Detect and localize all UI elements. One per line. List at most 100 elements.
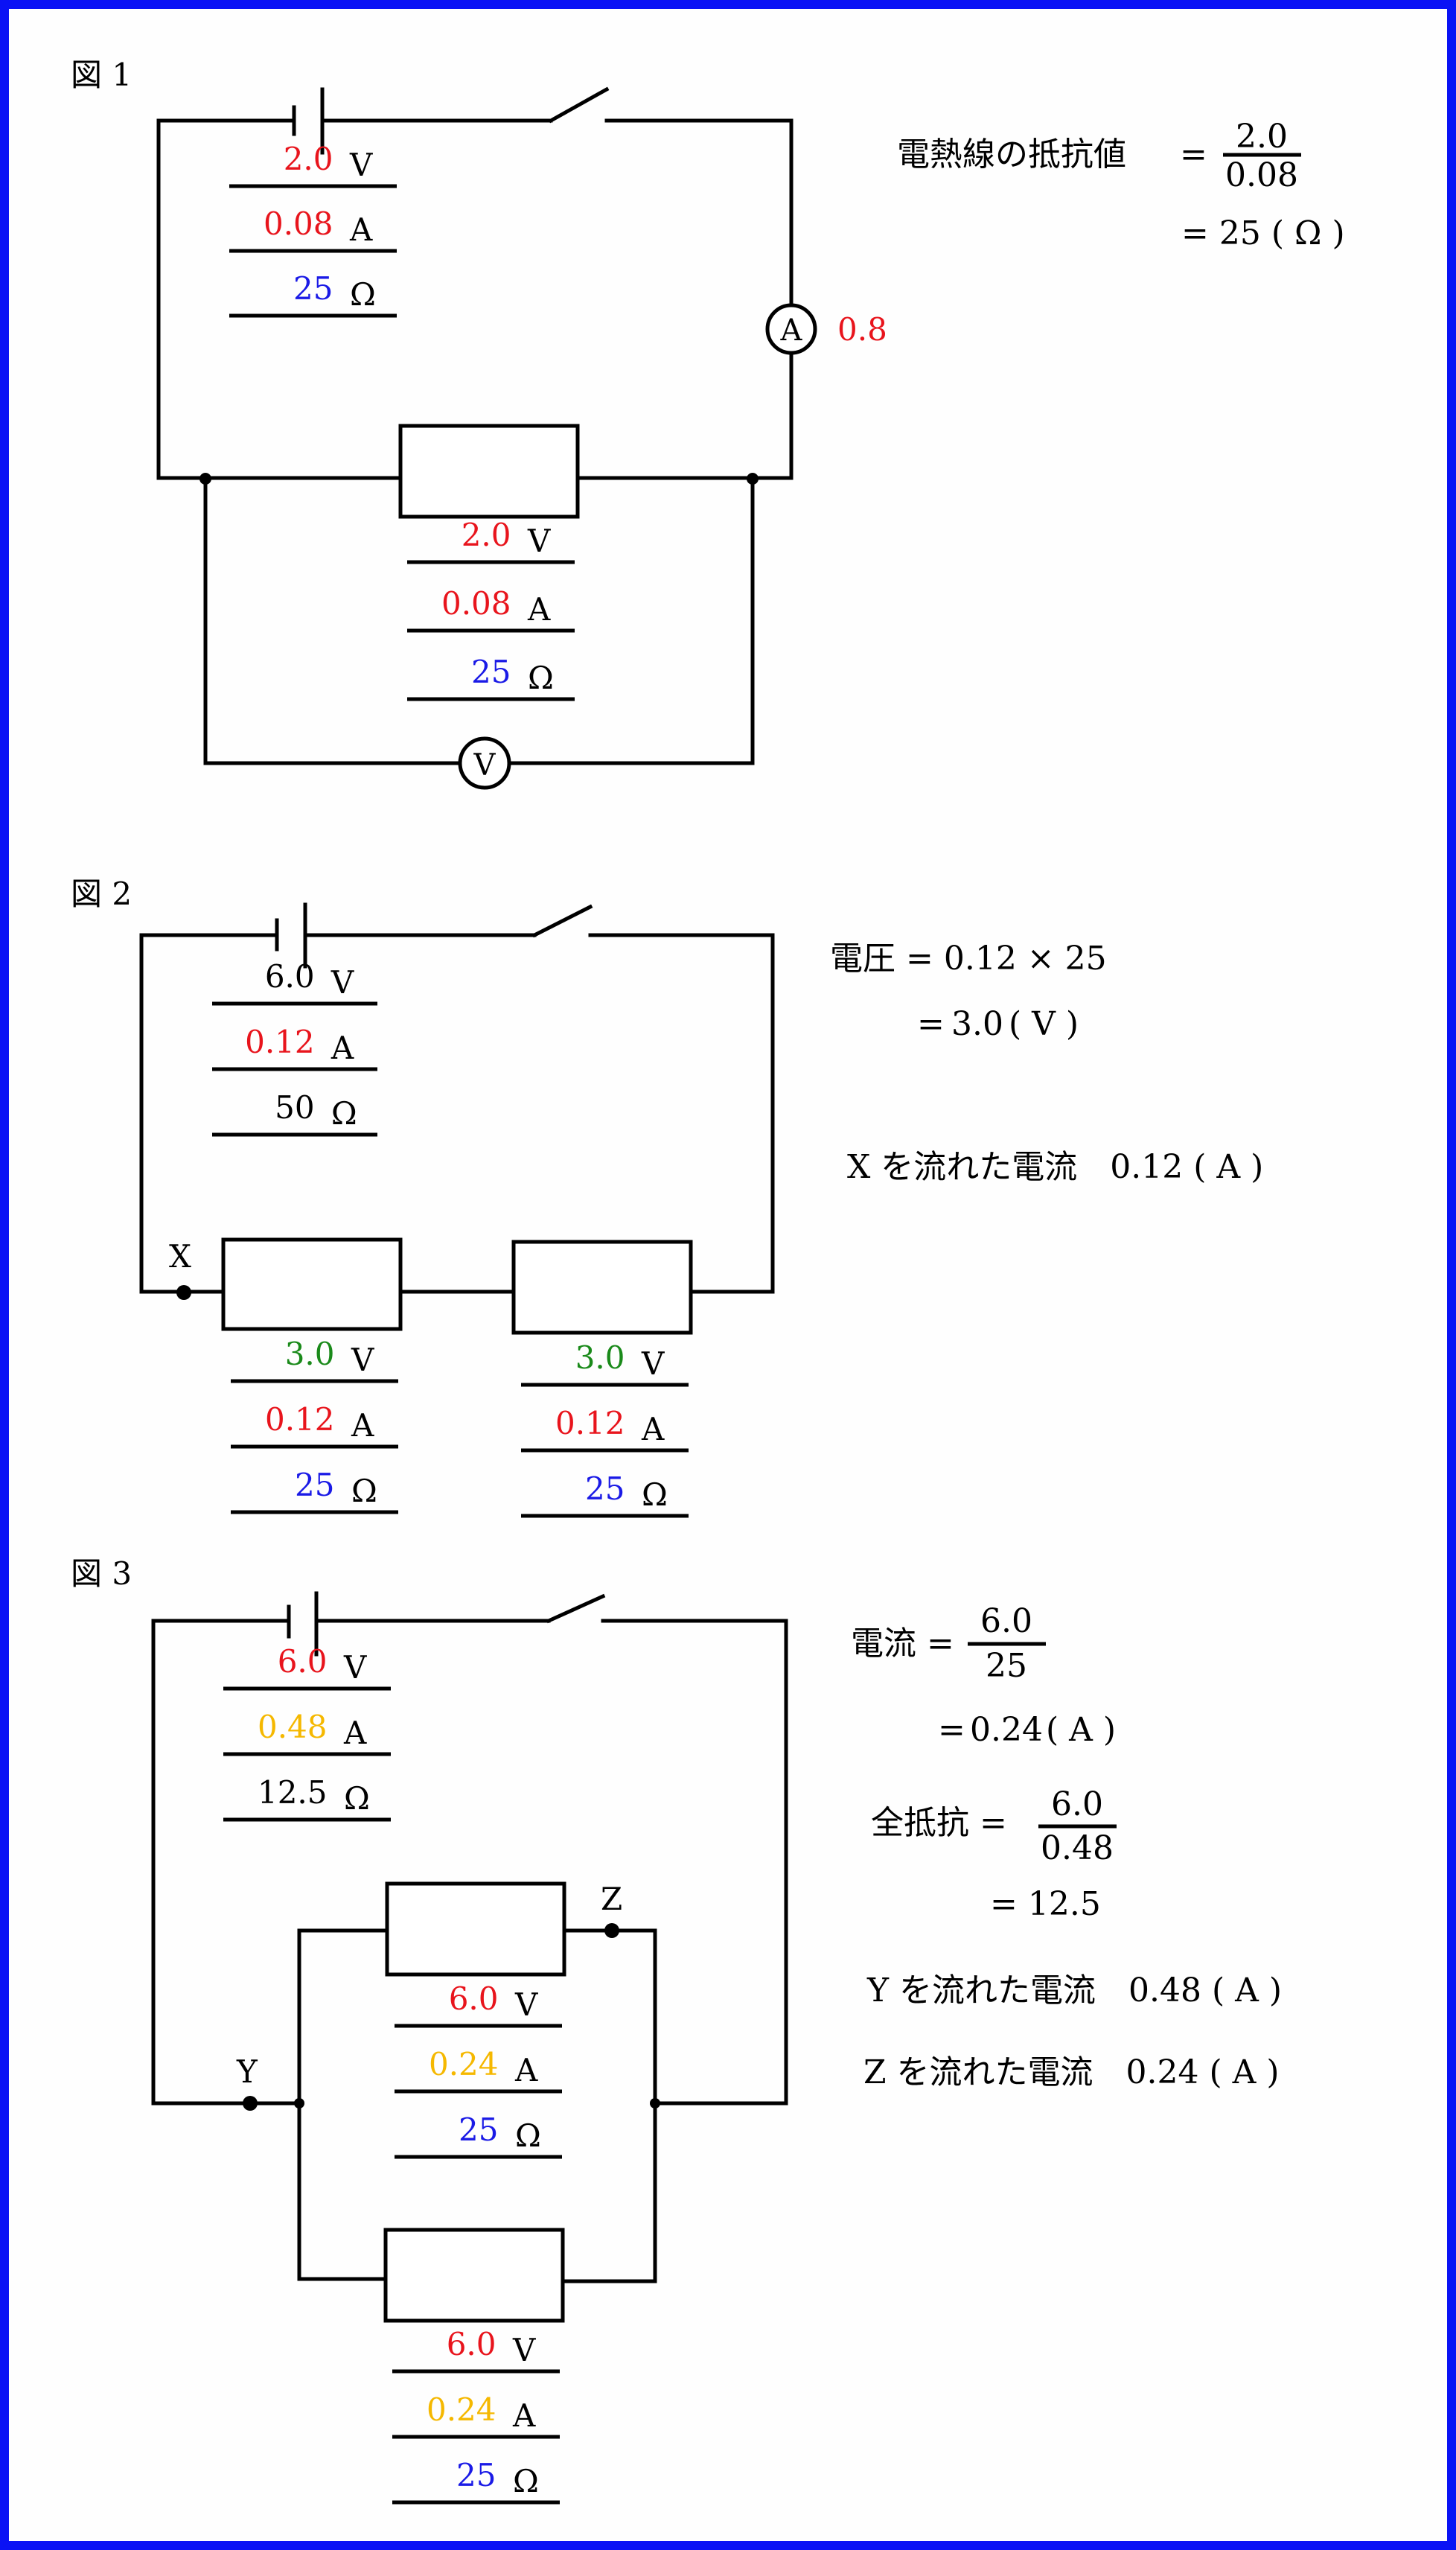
ammeter-icon: A [765, 303, 817, 355]
reading-value: 25 [456, 2457, 496, 2493]
reading-unit: Ω [515, 2117, 541, 2154]
resistance-result: = 12.5 [990, 1885, 1101, 1923]
reading-unit: Ω [528, 660, 554, 696]
svg-text:A: A [780, 313, 803, 348]
current-result-value: 0.24 [970, 1711, 1043, 1749]
fig1-wire-left [156, 118, 403, 480]
reading-value: 0.12 [555, 1405, 625, 1441]
reading-value: 3.0 [575, 1339, 625, 1376]
point-z-dot [604, 1923, 619, 1938]
figure-3-label: 図 3 [71, 1555, 132, 1592]
battery-icon [275, 902, 307, 969]
reading-value: 2.0 [284, 141, 333, 177]
fig3-calculation: 電流 = 6.0 25 = 0.24 ( A ) 全抵抗 = 6.0 0.48 … [851, 1602, 1282, 2091]
reading-value: 6.0 [265, 958, 315, 995]
reading-unit: A [527, 591, 551, 628]
reading-value: 0.08 [441, 585, 511, 622]
fig3-battery-readings: 6.0 V 0.48 A 12.5 Ω [223, 1643, 391, 1822]
point-x-label: X [169, 1238, 191, 1275]
calc-denominator: 0.08 [1225, 156, 1298, 194]
point-y-dot [243, 2096, 258, 2111]
reading-unit: A [514, 2052, 538, 2088]
reading-value: 0.08 [264, 205, 333, 242]
reading-unit: V [527, 523, 551, 559]
reading-unit: A [351, 1407, 374, 1444]
switch-icon[interactable] [546, 1593, 606, 1624]
reading-value: 3.0 [285, 1336, 335, 1372]
reading-value: 25 [293, 270, 333, 307]
x-current-text: X を流れた電流 0.12 ( A ) [847, 1148, 1263, 1186]
y-current-text: Y を流れた電流 0.48 ( A ) [866, 1972, 1282, 2009]
reading-value: 0.48 [258, 1709, 328, 1745]
ammeter-reading: 0.8 [837, 311, 887, 348]
junction-dot [650, 2098, 660, 2108]
reading-value: 0.24 [427, 2391, 496, 2428]
resistor-bottom [383, 2228, 565, 2323]
calc-line2-suffix: ( V ) [1009, 1005, 1079, 1043]
fig1-calculation: 電熱線の抵抗値 = 2.0 0.08 = 25 ( Ω ) [897, 118, 1345, 252]
resistor [398, 424, 580, 519]
reading-unit: V [343, 1649, 367, 1686]
point-z-label: Z [601, 1881, 622, 1917]
resistor-top [385, 1881, 566, 1977]
reading-unit: Ω [513, 2463, 539, 2499]
fig3-resistor-bottom-readings: 6.0 V 0.24 A 25 Ω [392, 2326, 560, 2505]
svg-text:V: V [473, 748, 496, 782]
current-numerator: 6.0 [980, 1602, 1032, 1640]
reading-unit: A [641, 1411, 665, 1447]
fig3-branch-left-top [297, 1928, 389, 2106]
switch-icon[interactable] [531, 904, 593, 938]
reading-unit: Ω [344, 1780, 370, 1817]
reading-value: 0.12 [265, 1401, 335, 1438]
reading-unit: A [512, 2397, 536, 2434]
reading-unit: V [641, 1345, 665, 1382]
switch-icon[interactable] [548, 86, 610, 124]
calc-result: = 25 ( Ω ) [1181, 214, 1345, 252]
current-lhs: 電流 = [851, 1625, 954, 1663]
point-y-label: Y [236, 2053, 258, 2090]
reading-value: 6.0 [447, 2326, 496, 2362]
reading-unit: Ω [331, 1095, 357, 1132]
calc-line1: 電圧 = 0.12 × 25 [830, 940, 1107, 978]
junction-dot [294, 2098, 304, 2108]
fig1-voltmeter-wire-right [508, 476, 755, 765]
reading-unit: A [349, 211, 373, 248]
reading-value: 12.5 [258, 1774, 328, 1811]
fig2-calculation: 電圧 = 0.12 × 25 = 3.0 ( V ) X を流れた電流 0.12… [830, 940, 1263, 1186]
battery-icon [287, 1591, 319, 1657]
calc-equals: = [1180, 136, 1207, 173]
reading-unit: V [514, 1986, 538, 2023]
reading-value: 25 [295, 1467, 334, 1503]
calc-line2-prefix: = [917, 1005, 945, 1043]
calc-line2-value: 3.0 [951, 1005, 1003, 1043]
resistor-1 [221, 1237, 403, 1331]
resistance-numerator: 6.0 [1051, 1785, 1103, 1823]
reading-value: 6.0 [278, 1643, 328, 1680]
reading-value: 25 [471, 654, 511, 690]
resistor-2 [511, 1240, 693, 1335]
current-denominator: 25 [986, 1647, 1027, 1685]
point-x-dot [176, 1285, 191, 1300]
reading-unit: V [512, 2332, 536, 2368]
reading-unit: A [343, 1715, 367, 1751]
reading-unit: Ω [642, 1476, 668, 1513]
resistance-lhs: 全抵抗 = [871, 1804, 1007, 1842]
calc-lhs: 電熱線の抵抗値 [897, 136, 1126, 173]
resistance-denominator: 0.48 [1041, 1829, 1114, 1867]
current-result-suffix: ( A ) [1046, 1711, 1116, 1749]
reading-value: 50 [275, 1089, 314, 1126]
fig3-wire-left [151, 1619, 301, 2106]
fig2-wire-right [588, 933, 775, 1294]
reading-unit: Ω [351, 1473, 377, 1509]
reading-unit: V [331, 964, 354, 1001]
reading-unit: V [349, 147, 373, 183]
fig3-wire-right [601, 1619, 788, 2106]
